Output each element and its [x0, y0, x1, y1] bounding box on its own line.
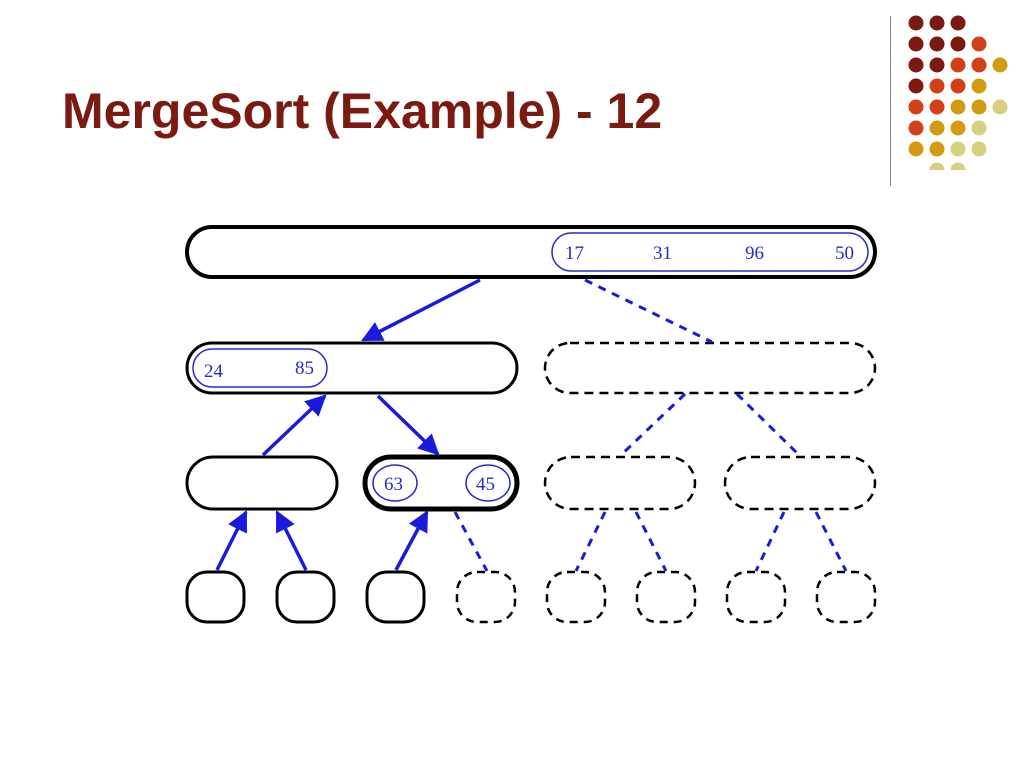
- edge-level2-2-to-leaf-4: [453, 511, 489, 572]
- level1-left-node: [185, 341, 519, 395]
- level2-node-3-pending: [543, 455, 697, 511]
- level2-node-2-active: [362, 454, 520, 512]
- level2-node-2-value-2-circle: [465, 464, 511, 502]
- root-value-4: 50: [835, 243, 854, 264]
- logo-dot: [971, 78, 987, 94]
- arrow-leaf-3-to-level2-2: [394, 510, 429, 571]
- logo-dot: [950, 162, 966, 170]
- dot-grid-logo: [908, 15, 1008, 170]
- level2-node-1: [185, 455, 339, 511]
- arrow-root-to-left: [361, 278, 481, 342]
- level1-left-value-1: 24: [204, 361, 224, 382]
- leaf-node-3: [365, 570, 426, 624]
- logo-dot: [950, 99, 966, 115]
- leaf-node-5-pending: [545, 570, 607, 624]
- root-merged-group: [551, 232, 869, 272]
- logo-dot: [950, 120, 966, 136]
- arrow-leaf-1-to-level2-1: [215, 510, 248, 571]
- pending-edges: [453, 278, 848, 572]
- leaf-node-2: [275, 570, 336, 624]
- logo-dot: [908, 141, 924, 157]
- logo-dot: [929, 78, 945, 94]
- logo-dot: [908, 57, 924, 73]
- level1-left-merged-group: [192, 348, 328, 388]
- logo-dot: [950, 15, 966, 31]
- logo-dot: [950, 78, 966, 94]
- logo-dot: [950, 57, 966, 73]
- leaf-node-7-pending: [725, 570, 787, 624]
- logo-dot: [971, 57, 987, 73]
- logo-dot: [908, 15, 924, 31]
- logo-dot: [971, 120, 987, 136]
- logo-dot: [929, 36, 945, 52]
- leaf-node-4-pending: [455, 570, 517, 624]
- logo-dot: [929, 15, 945, 31]
- logo-dot: [929, 120, 945, 136]
- logo-dot: [929, 141, 945, 157]
- leaf-node-1: [185, 570, 246, 624]
- level2-node-2-value-1-circle: [372, 464, 418, 502]
- edge-level2-4-to-leaf-8: [814, 511, 848, 572]
- level1-left-value-2: 85: [295, 358, 314, 379]
- level2-node-4-pending: [723, 455, 877, 511]
- logo-dot: [992, 99, 1008, 115]
- root-value-3: 96: [745, 243, 764, 264]
- level2-node-2-value-2: 45: [476, 474, 495, 495]
- arrow-level2-1-to-level1-left: [261, 394, 327, 457]
- leaf-node-6-pending: [635, 570, 697, 624]
- arrow-leaf-2-to-level2-1: [275, 510, 308, 571]
- logo-dot: [929, 99, 945, 115]
- level1-right-node-pending: [543, 341, 877, 395]
- logo-dot: [929, 57, 945, 73]
- edge-level2-3-to-leaf-6: [634, 511, 668, 572]
- logo-dot: [992, 57, 1008, 73]
- edge-level2-3-to-leaf-5: [574, 511, 607, 572]
- root-node: [185, 225, 877, 279]
- logo-dot: [971, 141, 987, 157]
- logo-dot: [908, 78, 924, 94]
- logo-dot: [971, 36, 987, 52]
- edge-right-to-level2-3: [618, 392, 687, 458]
- logo-dot: [950, 141, 966, 157]
- edge-level2-4-to-leaf-7: [754, 511, 786, 572]
- logo-dot: [929, 162, 945, 170]
- logo-dot: [908, 120, 924, 136]
- root-value-2: 31: [653, 243, 672, 264]
- leaf-node-8-pending: [815, 570, 877, 624]
- logo-dot: [908, 99, 924, 115]
- edge-root-to-right: [584, 278, 713, 344]
- logo-dot: [908, 36, 924, 52]
- level2-node-2-value-1: 63: [384, 474, 403, 495]
- arrow-level1-left-to-level2-2: [376, 394, 440, 456]
- root-value-1: 17: [565, 243, 584, 264]
- title-divider: [890, 16, 891, 186]
- slide-title: MergeSort (Example) - 12: [62, 83, 663, 139]
- logo-dot: [950, 36, 966, 52]
- edge-right-to-level2-4: [735, 392, 802, 458]
- logo-dot: [971, 99, 987, 115]
